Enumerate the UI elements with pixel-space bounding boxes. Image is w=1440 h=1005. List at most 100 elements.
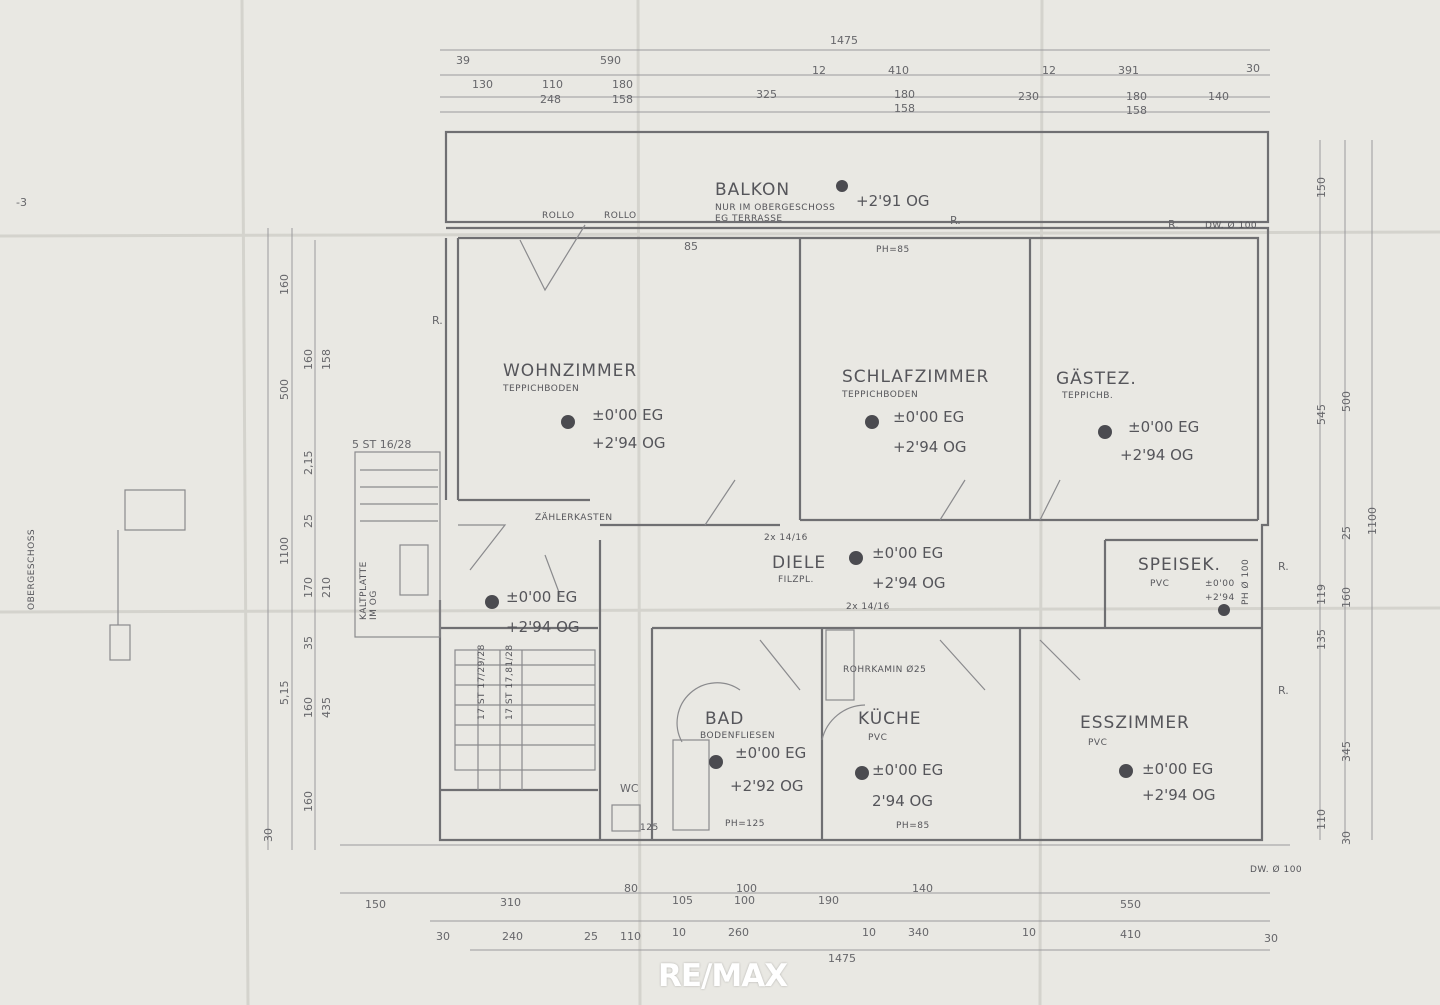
dim-label: 135 [1315,629,1328,650]
level-marker-kueche [855,766,869,780]
annotation-ph: PH=85 [896,821,930,831]
dim-label: 12 [812,64,826,77]
level-marker-speisek [1218,604,1230,616]
dim-label: 150 [365,898,386,911]
dim-label: 158 [612,93,633,106]
bottom-dimensions: 150 310 80 105 100 190 140 550 30 240 25… [365,882,1278,965]
room-level-eg: ±0'00 EG [1128,418,1199,436]
dim-label: 100 [734,894,755,907]
dim-label: 230 [1018,90,1039,103]
room-level-og: +2'91 OG [856,192,930,210]
level-marker-bad [709,755,723,769]
annotation-stair-steps: 2x 14/16 [846,602,890,612]
dim-label: 10 [672,926,686,939]
dim-label: 345 [1340,741,1353,762]
dim-label: 180 [1126,90,1147,103]
room-level-og: +2'94 [1205,593,1235,603]
room-floor: TEPPICHB. [1061,391,1113,401]
dim-label: 150 [1315,177,1328,198]
annotation-stair-steps: 2x 14/16 [764,533,808,543]
annotation-kaltplatte: KALTPLATTE [359,561,369,620]
dim-label: 105 [672,894,693,907]
annotation-r: R. [950,214,961,227]
room-level-og: +2'94 OG [893,438,967,456]
dim-label: 30 [1340,831,1353,845]
annotation-dw: DW. Ø 100 [1205,220,1257,231]
room-level-eg: ±0'00 [1205,579,1235,589]
dim-label: 240 [502,930,523,943]
dim-label: 190 [818,894,839,907]
dim-label: 25 [584,930,598,943]
dim-top-total: 1475 [830,34,858,47]
room-level-og: +2'94 OG [506,618,580,636]
room-vorraum: ±0'00 EG +2'94 OG [506,588,580,636]
room-level-og: 2'94 OG [872,792,933,810]
annotation-rollo: ROLLO [542,211,575,221]
dim-label: 35 [302,636,315,650]
dim-label: 160 [302,697,315,718]
room-bad: BAD BODENFLIESEN ±0'00 EG +2'92 OG [700,709,806,795]
dim-label: 110 [620,930,641,943]
annotation-im-og: IM OG [369,590,379,620]
room-note: EG TERRASSE [715,214,783,224]
room-name: WOHNZIMMER [503,361,637,381]
level-markers [485,180,1230,780]
level-marker-gaestez [1098,425,1112,439]
annotation-wc: WC [620,782,639,795]
dim-label: 110 [1315,809,1328,830]
dim-label: 39 [456,54,470,67]
room-level-eg: ±0'00 EG [872,761,943,779]
annotation-r: R. [432,314,443,327]
dim-label: 10 [862,926,876,939]
dim-label: 248 [540,93,561,106]
dim-label: 5,15 [278,681,291,706]
room-name: DIELE [772,553,826,573]
dim-label: 30 [436,930,450,943]
dim-label: 590 [600,54,621,67]
room-floor: BODENFLIESEN [700,731,775,741]
room-name: BAD [705,709,744,729]
level-marker-schlafzimmer [865,415,879,429]
top-dimensions: 1475 39 590 12 410 12 391 30 130 110 180… [456,34,1260,117]
dim-bottom-total: 1475 [828,952,856,965]
dim-label: 160 [1340,587,1353,608]
dim-label: 170 [302,577,315,598]
annotation-zaehlerkasten: ZÄHLERKASTEN [535,512,613,523]
annotation-ph: PH=85 [876,245,910,255]
dim-label: 410 [888,64,909,77]
dim-label: 158 [894,102,915,115]
dim-label: 160 [302,349,315,370]
room-level-eg: ±0'00 EG [735,744,806,762]
dim-label: 30 [1246,62,1260,75]
dim-label: 140 [1208,90,1229,103]
room-floor: PVC [1150,579,1169,589]
dim-label: 1100 [1366,507,1379,535]
dim-label: 158 [1126,104,1147,117]
room-balkon: BALKON +2'91 OG NUR IM OBERGESCHOSS EG T… [715,180,930,224]
dim-label: 80 [624,882,638,895]
dim-label: 110 [542,78,563,91]
dim-label: 260 [728,926,749,939]
annotation-ph: 85 [684,240,698,253]
annotation-mark: -3 [16,196,27,209]
annotation-ph: 125 [640,823,659,833]
annotations: ROLLO ROLLO 85 PH=85 R. R. R. R. R. DW. … [16,196,1302,875]
room-name: SPEISEK. [1138,555,1221,575]
room-floor: FILZPL. [778,575,814,585]
room-schlafzimmer: SCHLAFZIMMER TEPPICHBODEN ±0'00 EG +2'94… [841,367,988,456]
annotation-r: R. [1168,218,1179,231]
dim-label: 550 [1120,898,1141,911]
room-name: KÜCHE [858,707,922,729]
room-speisek: SPEISEK. PVC ±0'00 +2'94 [1138,555,1235,603]
annotation-obergeschoss: OBERGESCHOSS [27,529,37,610]
room-floor: TEPPICHBODEN [502,384,579,394]
dim-label: 10 [1022,926,1036,939]
dimension-lines [267,49,1373,951]
dim-label: 30 [1264,932,1278,945]
room-level-eg: ±0'00 EG [872,544,943,562]
dim-label: 310 [500,896,521,909]
dim-label: 500 [1340,391,1353,412]
left-dimensions: 160 500 160 158 2,15 25 1100 170 210 35 … [262,274,333,842]
